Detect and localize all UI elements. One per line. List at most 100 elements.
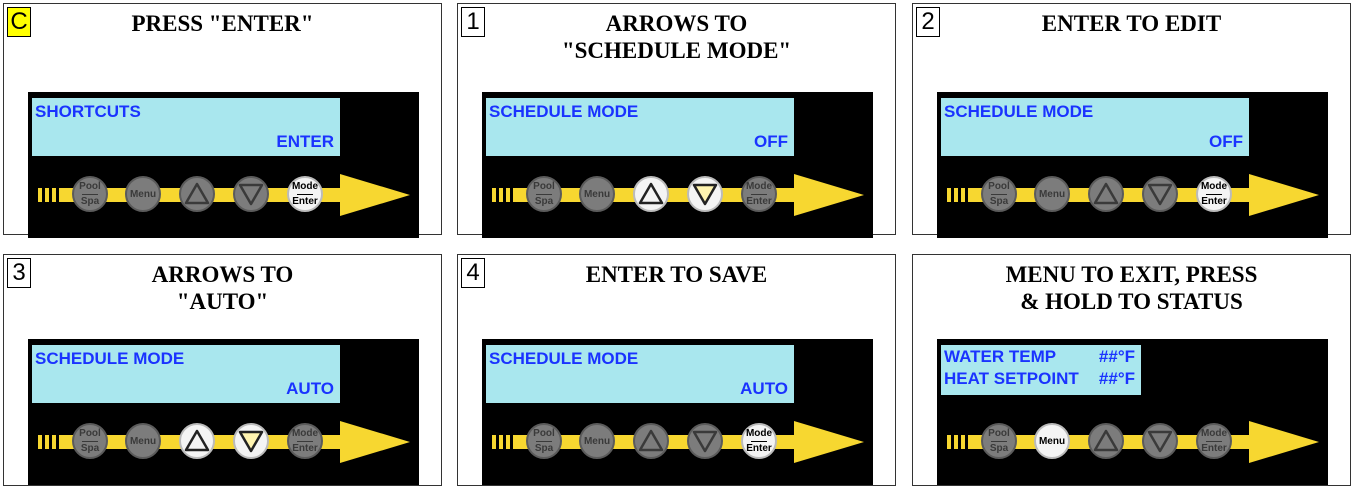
arrow-bar-stripe [506,188,510,202]
arrow-bar-stripe [492,435,496,449]
lcd-display: SHORTCUTS ENTER [32,98,340,156]
lcd-line-2: AUTO [740,379,788,398]
up-button[interactable] [633,176,669,212]
menu-button[interactable]: Menu [125,423,161,459]
arrow-head [794,421,864,463]
triangle-up-icon [638,429,664,452]
menu-button[interactable]: Menu [125,176,161,212]
step-title-line: ARROWS TO [151,262,294,287]
label-divider [751,441,767,442]
step-badge: 2 [916,7,940,37]
pool-label: Pool [533,428,555,439]
triangle-up-icon [184,182,210,205]
step-panel-exit: MENU TO EXIT, PRESS & HOLD TO STATUS WAT… [912,254,1351,486]
down-button[interactable] [1142,176,1178,212]
up-button[interactable] [633,423,669,459]
lcd-line-1: SHORTCUTS [35,102,141,121]
arrow-bar-stripe [961,435,965,449]
label-divider [991,194,1007,195]
arrow-bar-stripe [52,188,56,202]
step-title: ENTER TO EDIT [913,10,1350,37]
down-button[interactable] [233,176,269,212]
down-button[interactable] [687,176,723,212]
triangle-down-icon [238,183,264,206]
mode-label: Mode [1200,181,1228,192]
up-button[interactable] [179,176,215,212]
up-button[interactable] [1088,423,1124,459]
arrow-bar-stripe [38,435,42,449]
label-divider [1206,441,1222,442]
menu-button[interactable]: Menu [579,423,615,459]
triangle-down-icon [1147,183,1173,206]
label-divider [297,441,313,442]
arrow-head [794,174,864,216]
up-button[interactable] [1088,176,1124,212]
step-title-line: ENTER TO EDIT [1041,11,1222,36]
step-title-line: PRESS "ENTER" [131,11,314,36]
lcd-line-1: SCHEDULE MODE [35,349,185,368]
up-button[interactable] [179,423,215,459]
step-badge: C [7,7,31,37]
menu-label: Menu [1038,436,1066,447]
mode-label: Mode [291,428,319,439]
arrow-bar-stripe [38,188,42,202]
label-divider [536,441,552,442]
enter-label: Enter [292,196,318,207]
step-title: ENTER TO SAVE [458,261,895,288]
down-button[interactable] [687,423,723,459]
label-divider [82,194,98,195]
step-badge: 3 [7,258,31,288]
mode-label: Mode [745,428,773,439]
menu-label: Menu [129,189,157,200]
lcd-display: SCHEDULE MODE OFF [941,98,1249,156]
triangle-down-icon [1147,430,1173,453]
arrow-bar-stripe [45,435,49,449]
pool-label: Pool [988,428,1010,439]
mode-label: Mode [1200,428,1228,439]
step-badge: 1 [461,7,485,37]
step-title-line: ENTER TO SAVE [585,262,768,287]
menu-label: Menu [129,436,157,447]
label-divider [751,194,767,195]
arrow-bar-stripe [45,188,49,202]
spa-label: Spa [534,196,554,207]
menu-label: Menu [1038,189,1066,200]
label-divider [991,441,1007,442]
mode-label: Mode [745,181,773,192]
enter-label: Enter [1201,443,1227,454]
triangle-up-icon [184,429,210,452]
menu-button[interactable]: Menu [579,176,615,212]
triangle-down-icon [692,430,718,453]
lcd-row-1-label: WATER TEMP [944,347,1057,366]
down-button[interactable] [233,423,269,459]
arrow-bar-stripe [52,435,56,449]
menu-button[interactable]: Menu [1034,176,1070,212]
enter-label: Enter [746,443,772,454]
down-button[interactable] [1142,423,1178,459]
triangle-down-icon [238,430,264,453]
arrow-head [1249,421,1319,463]
enter-label: Enter [746,196,772,207]
menu-button[interactable]: Menu [1034,423,1070,459]
